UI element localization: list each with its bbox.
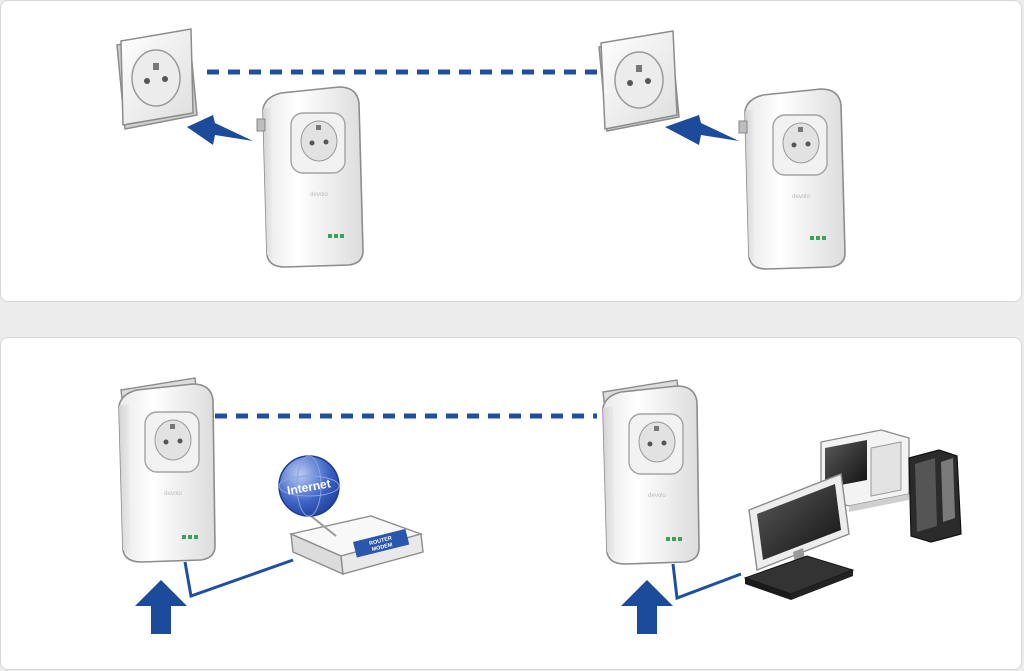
step-connect-panel: devolo ROUTER MODEM Internet (0, 337, 1022, 670)
powerline-adapter-icon: devolo (738, 88, 846, 270)
step-plug-in-panel: devolo devolo (0, 0, 1022, 302)
svg-text:devolo: devolo (792, 194, 810, 200)
ethernet-cable-icon (671, 563, 742, 601)
up-arrow-icon (135, 580, 187, 634)
insert-arrow-icon (187, 115, 253, 145)
svg-text:ROUTER: ROUTER (369, 536, 393, 547)
insert-arrow-icon (665, 115, 739, 145)
svg-text:MODEM: MODEM (371, 542, 393, 553)
ethernet-cable-icon (183, 558, 294, 599)
wall-socket-icon (598, 30, 680, 132)
svg-text:devolo: devolo (648, 493, 666, 499)
monitor-icon (743, 473, 855, 600)
powerline-adapter-icon: devolo (602, 379, 700, 565)
svg-text:devolo: devolo (310, 192, 328, 198)
internet-globe-icon: Internet (278, 455, 340, 537)
router-icon: ROUTER MODEM (288, 515, 424, 576)
up-arrow-icon (621, 580, 673, 634)
svg-text:devolo: devolo (164, 491, 182, 497)
powerline-adapter-icon: devolo (118, 377, 216, 563)
powerline-adapter-icon: devolo (256, 86, 364, 268)
wall-socket-icon (116, 28, 198, 130)
